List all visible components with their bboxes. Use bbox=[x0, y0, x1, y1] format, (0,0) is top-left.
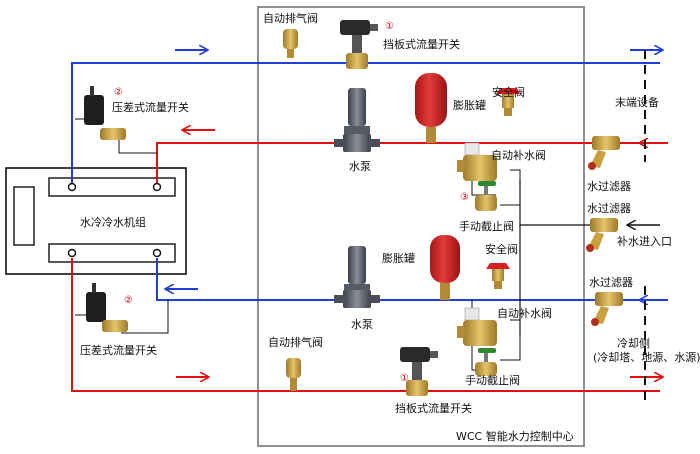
return-pipe-bottom bbox=[71, 258, 660, 392]
safety-valve-icon bbox=[486, 263, 510, 289]
pump-icon bbox=[334, 88, 380, 152]
auto-vent-valve-icon bbox=[286, 358, 301, 391]
chiller-unit bbox=[5, 167, 187, 275]
manual-stop-valve-label-bottom: 手动截止阀 bbox=[465, 374, 520, 387]
paddle-flow-switch-label-top: 挡板式流量开关 bbox=[383, 38, 460, 51]
expansion-tank-icon bbox=[430, 235, 460, 300]
y-strainer-icon bbox=[586, 218, 618, 252]
paddle-flow-switch-icon bbox=[340, 20, 378, 69]
paddle-flow-switch-label-bottom: 挡板式流量开关 bbox=[395, 402, 472, 415]
diff-pressure-switch-label-bottom: 压差式流量开关 bbox=[80, 344, 157, 357]
supply-pipe-top bbox=[71, 62, 660, 183]
paddle-flow-switch-icon bbox=[400, 347, 438, 396]
expansion-tank-label-top: 膨胀罐 bbox=[453, 99, 486, 112]
marker-3: ③ bbox=[460, 192, 469, 203]
pump-icon bbox=[334, 246, 380, 308]
marker-2-top: ② bbox=[114, 87, 123, 98]
safety-valve-label-bottom: 安全阀 bbox=[485, 243, 518, 256]
terminal-equipment-label: 末端设备 bbox=[615, 96, 659, 109]
diff-pressure-switch-icon bbox=[86, 283, 128, 332]
chiller-label: 水冷冷水机组 bbox=[80, 216, 146, 229]
control-center-frame bbox=[257, 6, 585, 447]
manual-stop-valve-icon bbox=[475, 348, 497, 376]
filter-label-3: 水过滤器 bbox=[589, 276, 633, 289]
y-strainer-icon bbox=[588, 136, 620, 170]
pump-label-top: 水泵 bbox=[349, 160, 371, 173]
expansion-tank-icon bbox=[415, 73, 447, 143]
cooling-side-sources-label: (冷却塔、地源、水源) bbox=[593, 351, 700, 364]
safety-valve-label-top: 安全阀 bbox=[492, 86, 525, 99]
safety-valve-icon bbox=[496, 88, 520, 116]
manual-stop-valve-label-top: 手动截止阀 bbox=[459, 220, 514, 233]
pump-label-bottom: 水泵 bbox=[351, 318, 373, 331]
manual-stop-valve-icon bbox=[475, 181, 497, 211]
return-pipe-top bbox=[156, 142, 660, 183]
marker-2-bottom: ② bbox=[124, 295, 133, 306]
auto-makeup-valve-label-bottom: 自动补水阀 bbox=[497, 307, 552, 320]
auto-vent-valve-label-bottom: 自动排气阀 bbox=[268, 336, 323, 349]
auto-vent-valve-icon bbox=[283, 29, 298, 58]
expansion-tank-label-bottom: 膨胀罐 bbox=[382, 252, 415, 265]
marker-1-bottom: ① bbox=[400, 373, 409, 384]
marker-1-top: ① bbox=[385, 21, 394, 32]
auto-vent-valve-label-top: 自动排气阀 bbox=[263, 12, 318, 25]
filter-label-1: 水过滤器 bbox=[587, 180, 631, 193]
auto-makeup-valve-icon bbox=[457, 307, 497, 346]
cooling-side-label: 冷却侧 bbox=[617, 337, 650, 350]
supply-pipe-bottom bbox=[156, 258, 660, 301]
y-strainer-icon bbox=[591, 292, 623, 326]
control-center-label: WCC 智能水力控制中心 bbox=[456, 430, 574, 443]
makeup-inlet-label: 补水进入口 bbox=[617, 235, 672, 248]
auto-makeup-valve-icon bbox=[457, 142, 497, 181]
filter-label-2: 水过滤器 bbox=[587, 202, 631, 215]
diff-pressure-switch-icon bbox=[84, 86, 126, 140]
auto-makeup-valve-label-top: 自动补水阀 bbox=[491, 149, 546, 162]
diff-pressure-switch-label-top: 压差式流量开关 bbox=[112, 101, 189, 114]
